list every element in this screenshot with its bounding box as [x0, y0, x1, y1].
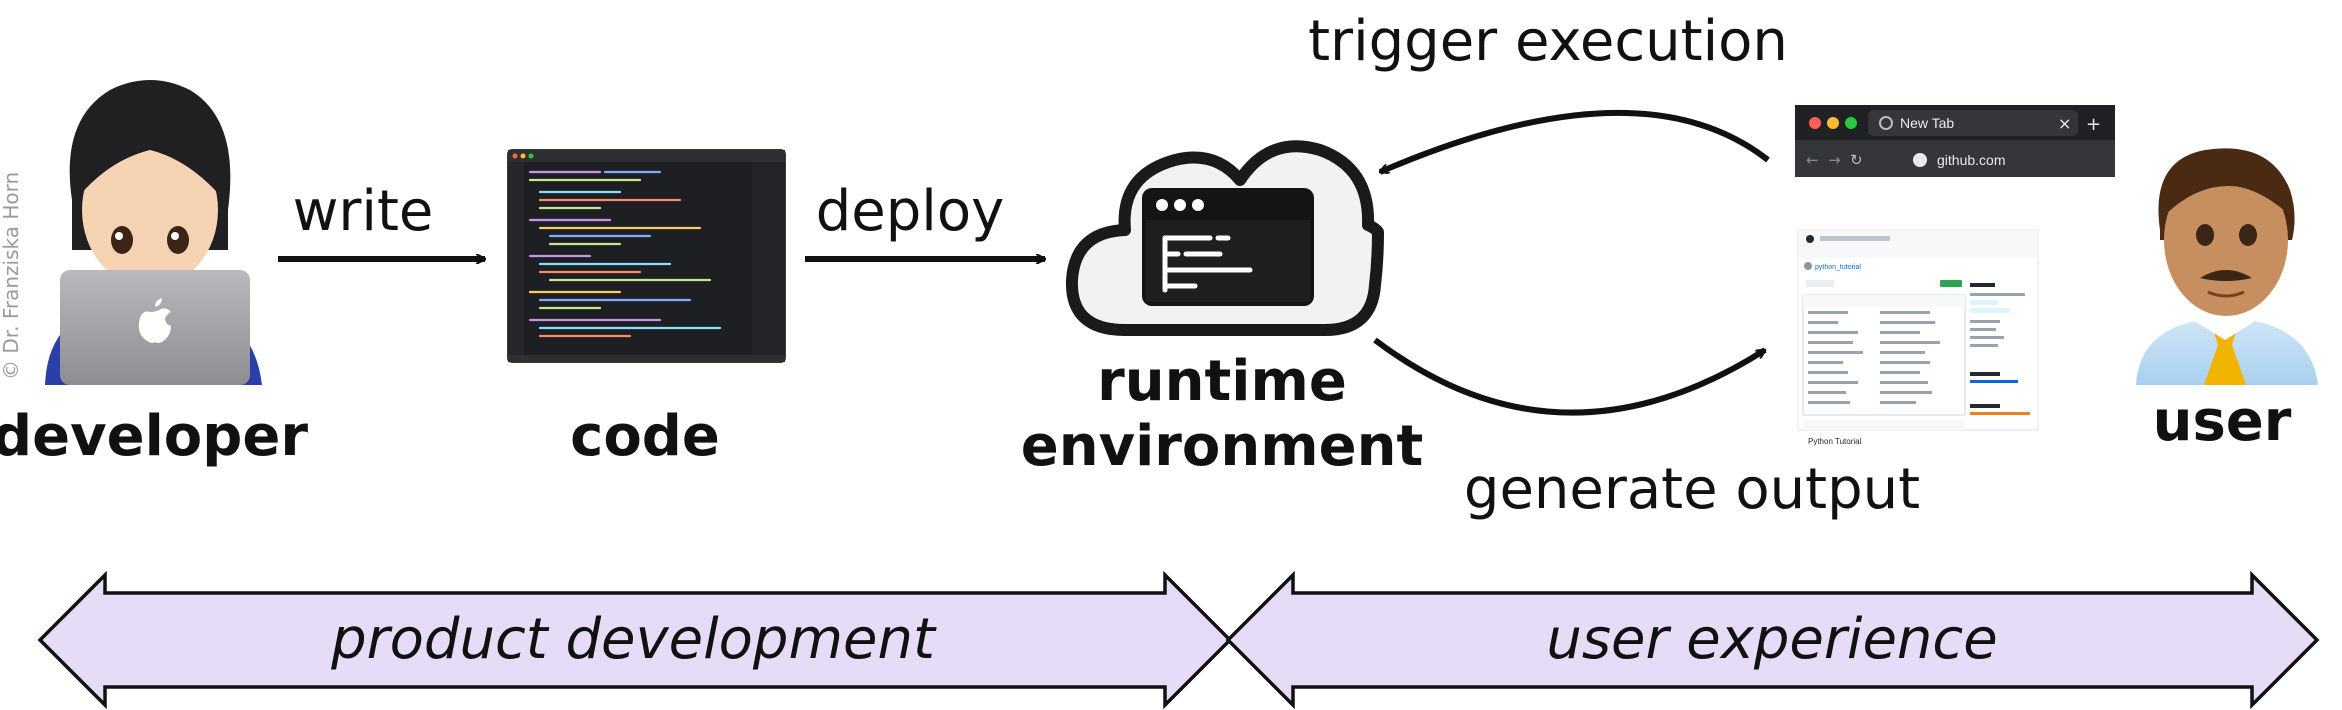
- runtime-label-line2: environment: [1021, 414, 1423, 479]
- write-label: write: [293, 179, 434, 244]
- user-icon: [2136, 148, 2318, 385]
- reload-icon[interactable]: ↻: [1850, 151, 1863, 169]
- browser-tab[interactable]: [1868, 110, 2078, 136]
- file-list: [1802, 294, 1966, 416]
- developer-label: developer: [0, 404, 308, 469]
- about-sidebar: [1970, 283, 2030, 415]
- chrome-icon: [1879, 116, 1893, 130]
- code-editor-thumbnail: [507, 149, 786, 363]
- credit-text: © Dr. Franziska Horn: [0, 172, 23, 380]
- user-experience-label: user experience: [1546, 607, 1997, 672]
- trigger-label: trigger execution: [1308, 9, 1788, 74]
- repo-name: python_tutorial: [1815, 264, 1861, 271]
- user-label: user: [2153, 389, 2292, 454]
- trigger-arrow: [1380, 109, 1770, 175]
- new-tab-icon[interactable]: +: [2086, 114, 2101, 135]
- browser-tab-title: New Tab: [1900, 115, 1954, 131]
- code-lines: [528, 170, 722, 338]
- address-bar[interactable]: github.com: [1937, 152, 2005, 168]
- runtime-label-line1: runtime: [1097, 349, 1347, 414]
- forward-icon[interactable]: →: [1828, 151, 1841, 169]
- developer-icon: [45, 80, 262, 385]
- back-icon[interactable]: ←: [1806, 151, 1819, 169]
- github-icon: [1913, 153, 1927, 167]
- cloud-server-icon: [1065, 140, 1384, 336]
- deploy-label: deploy: [816, 179, 1005, 244]
- github-repo-page: python_tutorial: [1797, 229, 2039, 446]
- user-experience-arrow: [1225, 570, 2320, 710]
- output-arrow: [1373, 337, 1765, 416]
- product-development-label: product development: [330, 607, 937, 672]
- code-label: code: [570, 404, 720, 469]
- readme-title: Python Tutorial: [1808, 437, 1862, 446]
- output-label: generate output: [1464, 457, 1920, 522]
- tab-close-icon[interactable]: ×: [2058, 114, 2071, 133]
- browser-window: New Tab × + ← → ↻ github.com: [1795, 105, 2115, 177]
